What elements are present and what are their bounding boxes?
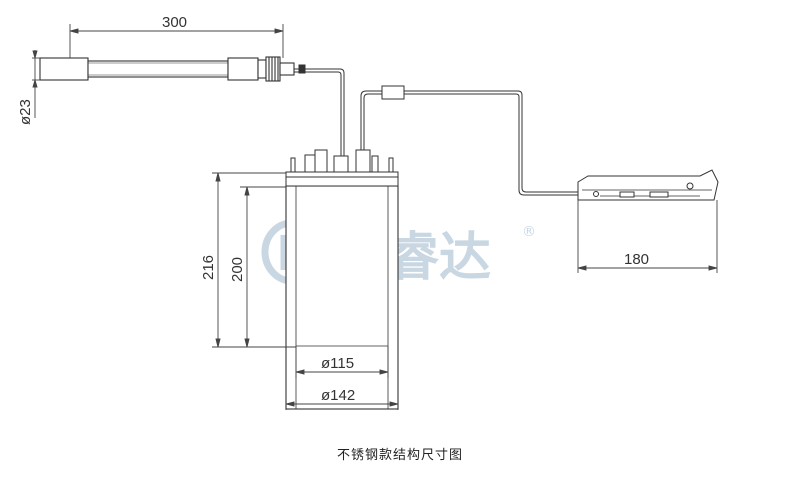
probe-cable xyxy=(294,64,345,160)
diagram-caption: 不锈钢款结构尺寸图 xyxy=(336,448,463,463)
enclosure-body xyxy=(285,185,399,410)
label-probe-length: 300 xyxy=(162,14,187,31)
label-enclosure-body: 200 xyxy=(229,257,246,282)
enclosure-top-cap xyxy=(285,149,399,187)
dim-sensor-length xyxy=(577,200,718,273)
label-sensor-length: 180 xyxy=(624,251,649,268)
label-enclosure-total: 216 xyxy=(200,255,217,280)
sensor-cable xyxy=(360,85,578,196)
label-inner-diameter: ø115 xyxy=(321,355,354,372)
dim-probe-diameter xyxy=(32,50,40,118)
dim-enclosure-body xyxy=(240,186,286,348)
dim-inner-diameter xyxy=(295,346,389,378)
sensor-unit xyxy=(577,169,719,201)
dim-probe-length xyxy=(69,24,284,58)
dim-enclosure-total xyxy=(212,172,296,348)
registered-mark: ® xyxy=(522,224,536,240)
label-probe-diameter: ø23 xyxy=(17,99,34,125)
label-outer-diameter: ø142 xyxy=(321,387,355,404)
probe-rod xyxy=(39,56,295,82)
dim-outer-diameter xyxy=(285,401,399,410)
